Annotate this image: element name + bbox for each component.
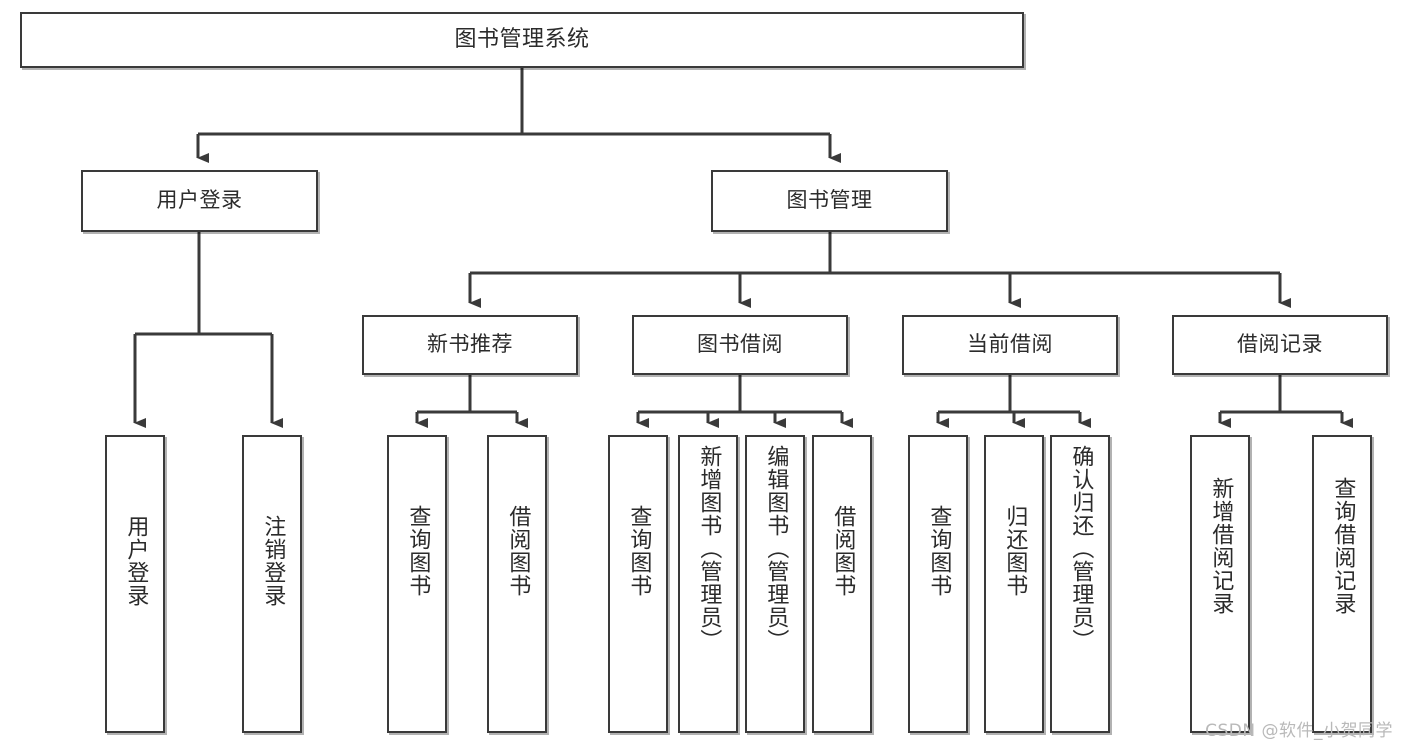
node-book-borrow[interactable]: 图书借阅 [632, 315, 848, 375]
node-label: 当前借阅 [967, 332, 1053, 357]
node-leaf-borrow-book-recommend[interactable]: 借阅图书 [487, 435, 547, 733]
node-label: 查询图书 [926, 505, 952, 597]
node-leaf-edit-book-admin[interactable]: 编辑图书（管理员） [745, 435, 805, 733]
node-label: 新书推荐 [427, 332, 513, 357]
node-leaf-query-borrow-record[interactable]: 查询借阅记录 [1312, 435, 1372, 733]
node-label: 借阅记录 [1237, 332, 1323, 357]
node-label: 确认归还（管理员） [1068, 445, 1094, 652]
node-leaf-add-borrow-record[interactable]: 新增借阅记录 [1190, 435, 1250, 733]
node-leaf-borrow-book[interactable]: 借阅图书 [812, 435, 872, 733]
node-leaf-confirm-return-admin[interactable]: 确认归还（管理员） [1050, 435, 1110, 733]
node-leaf-query-book-recommend[interactable]: 查询图书 [387, 435, 447, 733]
csdn-watermark: CSDN @软件_小贺同学 [1205, 721, 1393, 741]
node-borrow-record[interactable]: 借阅记录 [1172, 315, 1388, 375]
node-root-book-management-system[interactable]: 图书管理系统 [20, 12, 1024, 68]
node-label: 归还图书 [1002, 505, 1028, 597]
node-label: 借阅图书 [830, 505, 856, 597]
node-label: 用户登录 [123, 515, 149, 607]
node-label: 查询图书 [405, 505, 431, 597]
node-leaf-add-book-admin[interactable]: 新增图书（管理员） [678, 435, 738, 733]
node-leaf-return-book[interactable]: 归还图书 [984, 435, 1044, 733]
node-label: 图书管理 [786, 188, 873, 213]
node-label: 用户登录 [156, 188, 243, 213]
node-label: 新增借阅记录 [1208, 477, 1234, 615]
node-label: 查询借阅记录 [1330, 477, 1356, 615]
node-leaf-user-login[interactable]: 用户登录 [105, 435, 165, 733]
node-label: 注销登录 [260, 515, 286, 607]
node-leaf-query-book-borrow[interactable]: 查询图书 [608, 435, 668, 733]
node-label: 图书借阅 [697, 332, 783, 357]
node-label: 借阅图书 [505, 505, 531, 597]
node-book-management[interactable]: 图书管理 [711, 170, 948, 232]
node-label: 查询图书 [626, 505, 652, 597]
node-leaf-query-book-current[interactable]: 查询图书 [908, 435, 968, 733]
node-current-borrow[interactable]: 当前借阅 [902, 315, 1118, 375]
node-leaf-logout-login[interactable]: 注销登录 [242, 435, 302, 733]
node-label: 编辑图书（管理员） [763, 445, 789, 652]
node-user-login[interactable]: 用户登录 [81, 170, 318, 232]
node-new-book-recommend[interactable]: 新书推荐 [362, 315, 578, 375]
node-label: 新增图书（管理员） [696, 445, 722, 652]
node-label: 图书管理系统 [454, 26, 590, 52]
